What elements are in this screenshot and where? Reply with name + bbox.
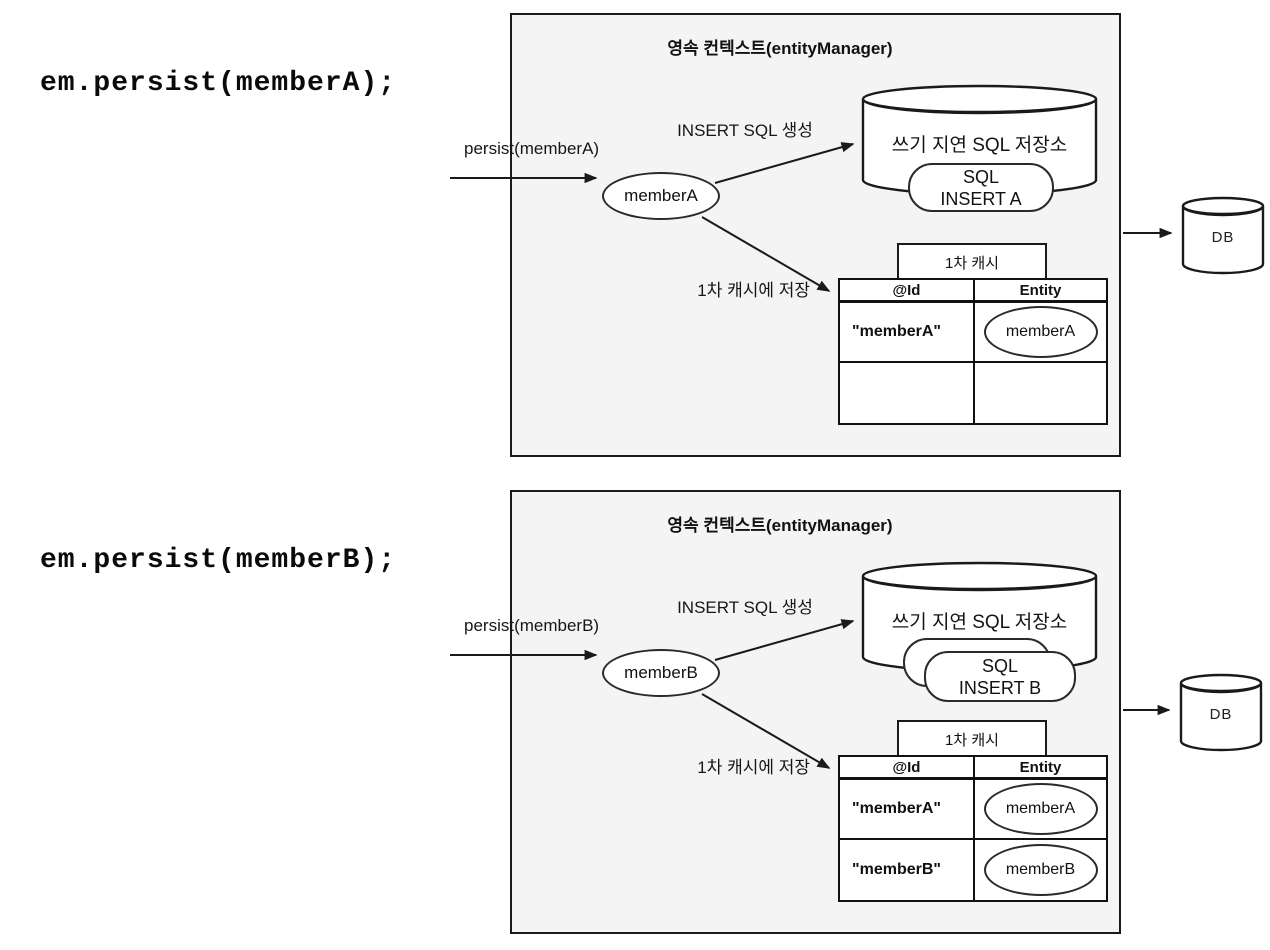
sql-insert-b-box: SQL INSERT B [924, 651, 1076, 702]
cache-cell-id-row1-b: "memberA" [840, 780, 975, 840]
cache-cell-entity-row2-a [975, 363, 1106, 423]
cache-cell-entity-row2-b: memberB [975, 840, 1106, 900]
sql-box-line2: INSERT B [958, 677, 1042, 698]
code-em-persist-b: em.persist(memberB); [40, 545, 397, 576]
entity-instance-ellipse-b: memberB [602, 649, 720, 697]
cached-entity-ellipse-b2: memberB [983, 844, 1098, 896]
first-level-cache-table-a: @Id Entity "memberA" memberA [838, 278, 1108, 425]
db-cylinder-a: DB [1181, 195, 1265, 277]
cache-cell-id-row2-a [840, 363, 975, 423]
sql-box-line2: INSERT A [940, 188, 1022, 209]
db-cylinder-shape [1181, 196, 1265, 275]
write-behind-store-label-b: 쓰기 지연 SQL 저장소 [891, 612, 1068, 633]
first-level-cache-tab-a: 1차 캐시 [897, 243, 1047, 281]
db-label-b: DB [1209, 706, 1233, 723]
persist-call-label-a: persist(memberA) [464, 139, 600, 158]
cache-save-label-a: 1차 캐시에 저장 [697, 281, 810, 300]
panel-title-a: 영속 컨텍스트(entityManager) [667, 39, 893, 58]
cached-entity-ellipse-a1: memberA [983, 306, 1098, 358]
entity-instance-ellipse-a: memberA [602, 172, 720, 220]
write-behind-store-label-a: 쓰기 지연 SQL 저장소 [891, 135, 1068, 156]
cache-header-entity-a: Entity [975, 280, 1106, 303]
first-level-cache-tab-b: 1차 캐시 [897, 720, 1047, 758]
cache-header-id-a: @Id [840, 280, 975, 303]
insert-sql-label-b: INSERT SQL 생성 [677, 598, 813, 617]
cache-cell-id-row2-b: "memberB" [840, 840, 975, 900]
insert-sql-label-a: INSERT SQL 생성 [677, 121, 813, 140]
db-cylinder-shape [1179, 673, 1263, 752]
cache-header-id-b: @Id [840, 757, 975, 780]
first-level-cache-table-b: @Id Entity "memberA" memberA "memberB" m… [838, 755, 1108, 902]
db-label-a: DB [1211, 229, 1235, 246]
cache-save-label-b: 1차 캐시에 저장 [697, 758, 810, 777]
db-cylinder-b: DB [1179, 672, 1263, 754]
cached-entity-ellipse-b1: memberA [983, 783, 1098, 835]
cache-header-entity-b: Entity [975, 757, 1106, 780]
sql-insert-a-box: SQL INSERT A [908, 163, 1054, 212]
cache-cell-entity-row1-a: memberA [975, 303, 1106, 363]
cache-cell-entity-row1-b: memberA [975, 780, 1106, 840]
code-em-persist-a: em.persist(memberA); [40, 68, 397, 99]
persist-call-label-b: persist(memberB) [464, 616, 600, 635]
sql-box-line1: SQL [962, 166, 1000, 187]
panel-title-b: 영속 컨텍스트(entityManager) [667, 516, 893, 535]
cache-cell-id-row1-a: "memberA" [840, 303, 975, 363]
sql-box-line1: SQL [981, 655, 1019, 676]
